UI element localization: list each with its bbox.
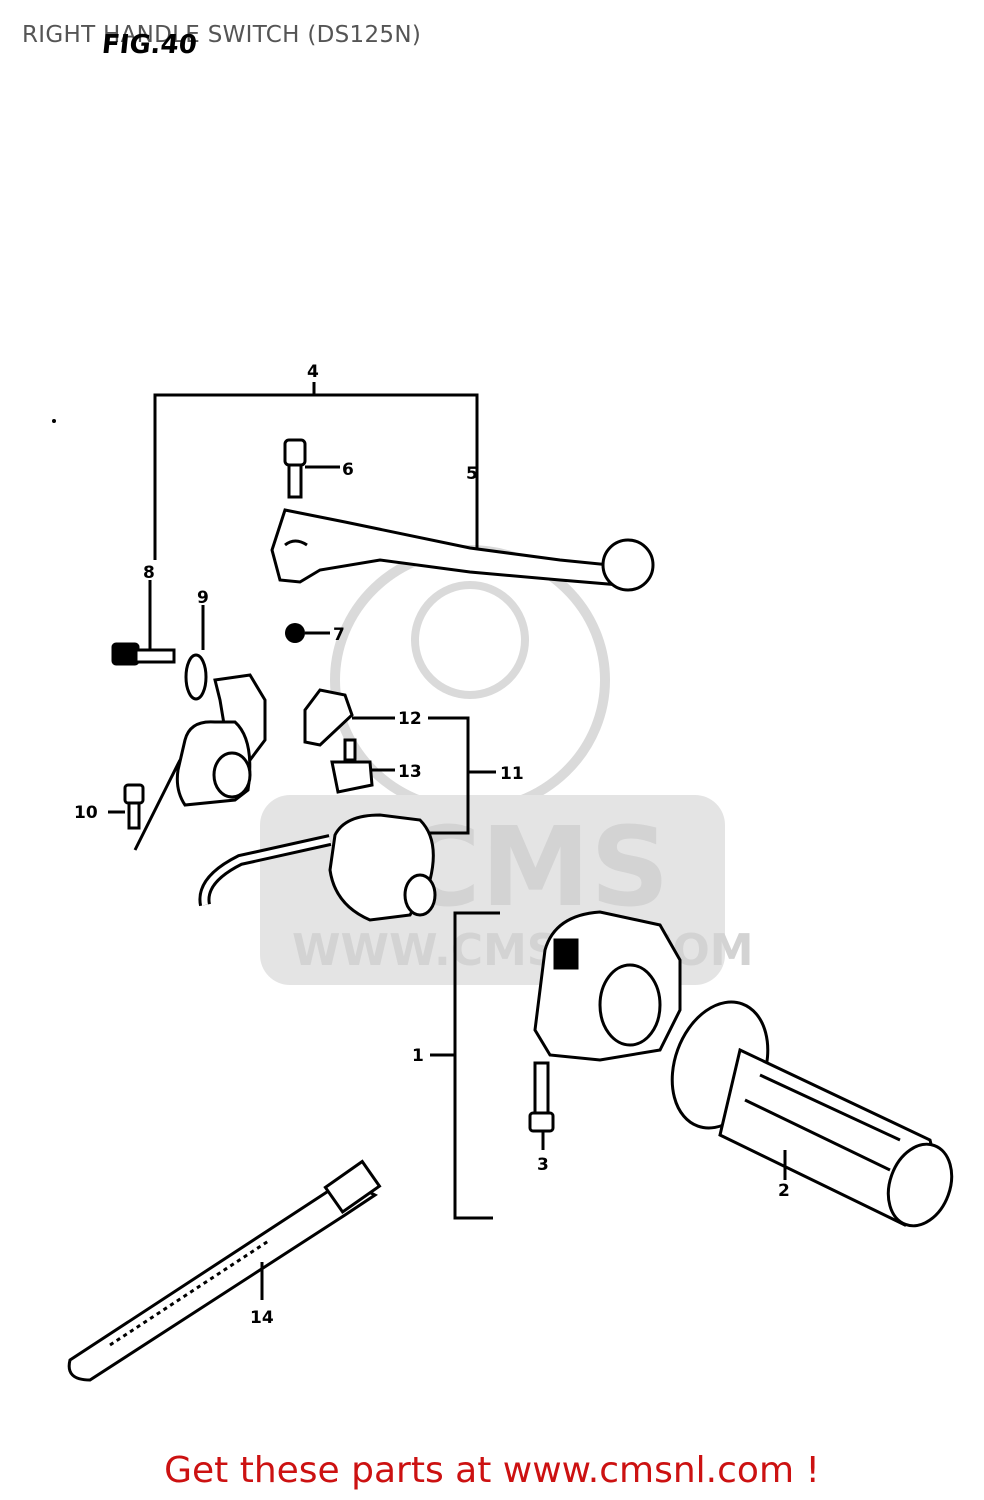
brake-lever <box>270 508 655 592</box>
bracket-11 <box>400 716 496 835</box>
throttle-grip <box>670 1000 954 1228</box>
artifact-dot <box>52 419 56 423</box>
callout-12: 12 <box>398 709 422 729</box>
callout-9: 9 <box>197 588 209 608</box>
screw-3 <box>528 1061 555 1150</box>
throttle-housing <box>533 910 682 1062</box>
page-title: RIGHT HANDLE SWITCH (DS125N) <box>22 22 422 48</box>
switch-housing <box>198 813 437 922</box>
switch-part-13 <box>330 738 395 794</box>
callout-10: 10 <box>74 803 98 823</box>
callout-5: 5 <box>466 464 478 484</box>
cable-strap <box>67 1159 382 1382</box>
callout-6: 6 <box>342 460 354 480</box>
footer-call-to-action[interactable]: Get these parts at www.cmsnl.com ! <box>164 1450 820 1491</box>
bracket-4 <box>153 382 479 560</box>
figure-label: FIG.40 <box>100 30 199 60</box>
lever-nut <box>285 623 330 643</box>
washer-9 <box>184 605 208 701</box>
screw-8 <box>111 580 176 666</box>
callout-13: 13 <box>398 762 422 782</box>
callout-1: 1 <box>412 1046 424 1066</box>
lever-holder <box>175 673 267 807</box>
watermark-url: WWW.CMSNL.COM <box>292 925 754 976</box>
watermark-brand: CMS <box>400 803 669 931</box>
lever-pivot-bolt <box>283 438 340 499</box>
callout-3: 3 <box>537 1155 549 1175</box>
callout-2: 2 <box>778 1181 790 1201</box>
callout-7: 7 <box>333 625 345 645</box>
bracket-1 <box>430 911 500 1220</box>
screw-10 <box>108 759 182 851</box>
callout-8: 8 <box>143 563 155 583</box>
callout-14: 14 <box>250 1308 274 1328</box>
callout-4: 4 <box>307 362 319 382</box>
callout-11: 11 <box>500 764 524 784</box>
switch-part-12 <box>303 688 395 747</box>
